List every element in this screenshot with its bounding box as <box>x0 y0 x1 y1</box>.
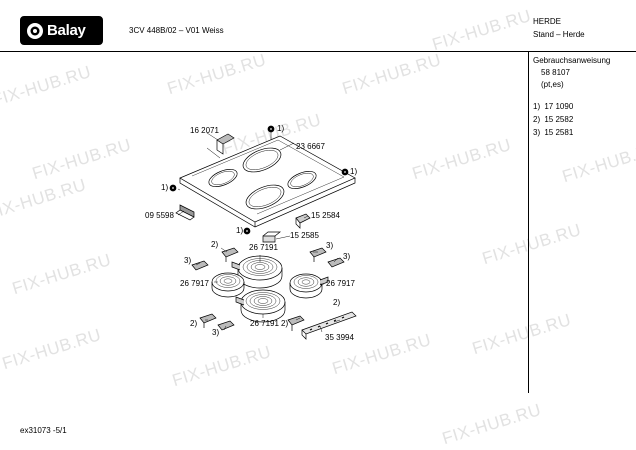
radiant-heater-icon <box>289 273 329 299</box>
part-label: 26 7917 <box>180 279 209 288</box>
drawing-code: ex31073 -5/1 <box>20 426 67 435</box>
holder-part-icon <box>262 231 281 243</box>
spring-clip-icon <box>199 313 217 328</box>
part-label: 35 3994 <box>325 333 354 342</box>
support-rail-icon <box>301 311 357 340</box>
reference-marker: 3) <box>184 256 192 265</box>
reference-marker: 1) <box>161 183 169 192</box>
sidebar-divider <box>528 51 529 393</box>
part-label: 15 2585 <box>290 231 319 240</box>
subcategory-title: Stand – Herde <box>533 30 585 39</box>
screw-icon <box>169 184 177 192</box>
radiant-heater-icon <box>231 255 283 289</box>
header-divider <box>0 51 636 52</box>
part-label: 09 5598 <box>145 211 174 220</box>
spring-clip-icon <box>327 257 345 268</box>
reference-row: 1) 17 1090 <box>533 102 573 112</box>
category-title: HERDE <box>533 17 562 26</box>
reference-part: 15 2582 <box>544 115 574 124</box>
screw-icon <box>243 227 251 235</box>
spring-clip-icon <box>217 320 235 331</box>
reference-marker: 3) <box>343 252 351 261</box>
connector-part-icon <box>206 133 235 159</box>
spring-clip-icon <box>309 247 327 262</box>
reference-marker: 3) <box>212 328 220 337</box>
reference-marker: 2) <box>211 240 219 249</box>
part-label: 23 6667 <box>296 142 325 151</box>
brand-name: Balay <box>47 22 86 39</box>
part-label: 26 7191 <box>250 319 279 328</box>
reference-part: 15 2581 <box>544 128 574 137</box>
clip-part-icon <box>175 204 195 221</box>
spring-clip-icon <box>287 315 305 331</box>
leader-lines <box>177 132 341 333</box>
reference-marker: 2) <box>281 319 289 328</box>
part-label: 16 2071 <box>190 126 219 135</box>
reference-row: 2) 15 2582 <box>533 115 573 125</box>
bracket-part-icon <box>295 213 311 229</box>
model-number: 3CV 448B/02 – V01 Weiss <box>129 26 224 35</box>
spring-clip-icon <box>191 260 209 271</box>
part-label: 15 2584 <box>311 211 340 220</box>
part-label: 26 7917 <box>326 279 355 288</box>
reference-marker: 1) <box>350 167 358 176</box>
doc-label: Gebrauchsanweisung <box>533 56 611 65</box>
reference-marker: 2) <box>190 319 198 328</box>
reference-part: 17 1090 <box>544 102 574 111</box>
reference-marker: 3) <box>326 241 334 250</box>
radiant-heater-icon <box>211 272 245 298</box>
balay-logo-icon <box>27 22 43 39</box>
screw-icon <box>341 168 349 176</box>
part-label: 26 7191 <box>249 243 278 252</box>
reference-marker: 1) <box>236 226 244 235</box>
doc-language: (pt,es) <box>541 80 564 89</box>
reference-key: 3) <box>533 128 541 137</box>
reference-marker: 1) <box>277 124 285 133</box>
reference-key: 1) <box>533 102 541 111</box>
reference-key: 2) <box>533 115 541 124</box>
radiant-heater-icon <box>235 289 286 323</box>
reference-row: 3) 15 2581 <box>533 128 573 138</box>
glass-cooktop-plate <box>179 135 356 228</box>
spring-clip-icon <box>221 247 239 262</box>
brand-logo: Balay <box>20 16 103 45</box>
screw-icon <box>267 125 275 140</box>
doc-number: 58 8107 <box>541 68 570 77</box>
reference-marker: 2) <box>333 298 341 307</box>
